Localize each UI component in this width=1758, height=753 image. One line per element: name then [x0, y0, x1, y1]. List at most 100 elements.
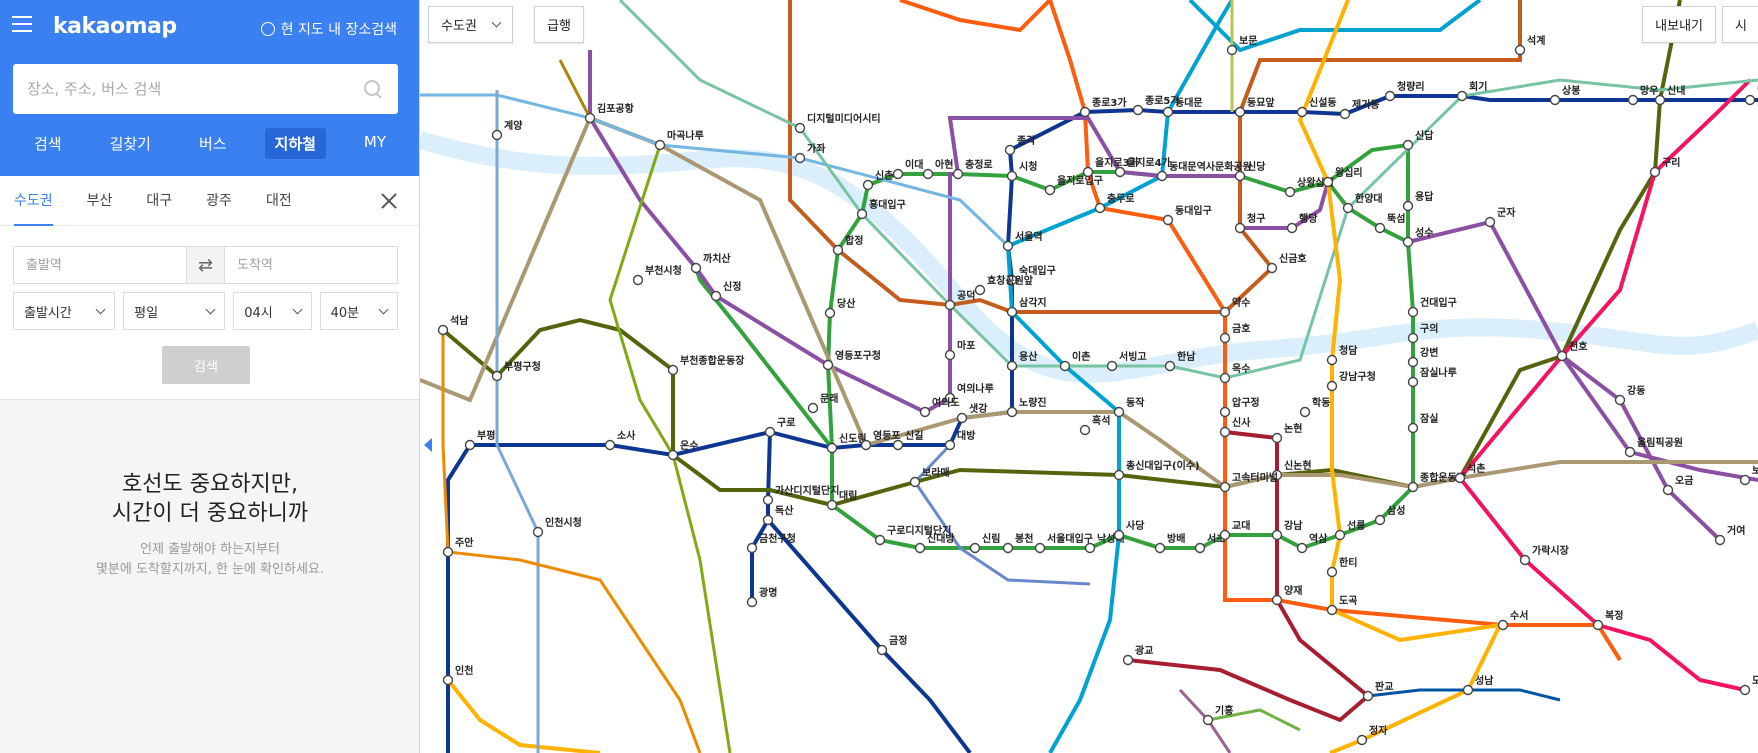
- station-87[interactable]: 강남구청: [1326, 370, 1376, 392]
- station-99[interactable]: 상봉: [1549, 84, 1581, 106]
- station-marker[interactable]: [1454, 472, 1466, 484]
- station-marker[interactable]: [826, 499, 838, 511]
- station-marker[interactable]: [1002, 240, 1014, 252]
- station-marker[interactable]: [1219, 306, 1231, 318]
- station-marker[interactable]: [1326, 354, 1338, 366]
- station-100[interactable]: 망우: [1627, 84, 1659, 106]
- station-marker[interactable]: [1082, 166, 1094, 178]
- station-marker[interactable]: [437, 324, 449, 336]
- station-70[interactable]: 여의도: [919, 396, 960, 418]
- station-marker[interactable]: [892, 168, 904, 180]
- station-marker[interactable]: [1614, 394, 1626, 406]
- station-marker[interactable]: [1271, 529, 1283, 541]
- station-marker[interactable]: [746, 596, 758, 608]
- station-104[interactable]: 판교: [1362, 680, 1394, 702]
- station-marker[interactable]: [1084, 542, 1096, 554]
- station-marker[interactable]: [604, 439, 616, 451]
- station-marker[interactable]: [794, 122, 806, 134]
- station-marker[interactable]: [1266, 262, 1278, 274]
- station-111[interactable]: 금천구청: [746, 532, 796, 554]
- station-marker[interactable]: [1362, 690, 1374, 702]
- station-57[interactable]: 신답: [1402, 129, 1435, 151]
- station-marker[interactable]: [1156, 170, 1168, 182]
- station-62[interactable]: 노량진: [1006, 396, 1047, 418]
- station-34[interactable]: 신대방: [914, 532, 956, 554]
- kakaomap-logo[interactable]: kakaomap: [53, 14, 177, 39]
- station-29[interactable]: 영등포구청: [822, 349, 882, 371]
- station-46[interactable]: 삼성: [1374, 504, 1406, 526]
- station-130[interactable]: 부천시청: [632, 264, 682, 286]
- station-121[interactable]: 김포공항: [584, 102, 635, 124]
- station-19[interactable]: 동대입구: [1162, 204, 1212, 226]
- station-114[interactable]: 금정: [876, 634, 908, 656]
- station-marker[interactable]: [1219, 406, 1231, 418]
- station-marker[interactable]: [862, 179, 874, 191]
- station-14[interactable]: 회기: [1456, 80, 1488, 102]
- station-42[interactable]: 교대: [1219, 519, 1251, 541]
- station-marker[interactable]: [1497, 619, 1509, 631]
- station-124[interactable]: 가좌: [794, 142, 827, 164]
- region-tab-capital[interactable]: 수도권: [14, 176, 53, 226]
- station-112[interactable]: 독산: [762, 504, 795, 526]
- station-128[interactable]: 까치산: [690, 252, 732, 274]
- station-52[interactable]: 건대입구: [1407, 296, 1457, 318]
- region-tab-gwangju[interactable]: 광주: [206, 192, 232, 209]
- station-120[interactable]: 계양: [491, 119, 524, 141]
- station-marker[interactable]: [969, 542, 981, 554]
- station-129[interactable]: 신정: [710, 280, 742, 302]
- station-66[interactable]: 효창공원앞: [974, 274, 1034, 296]
- station-9[interactable]: 동대문: [1162, 96, 1203, 118]
- station-65[interactable]: 숙대입구: [1006, 264, 1056, 286]
- station-98[interactable]: 구리: [1649, 156, 1681, 178]
- station-marker[interactable]: [1271, 432, 1283, 444]
- station-marker[interactable]: [1592, 619, 1604, 631]
- station-marker[interactable]: [1484, 216, 1496, 228]
- station-47[interactable]: 종합운동장: [1407, 471, 1467, 493]
- station-marker[interactable]: [1402, 200, 1414, 212]
- station-marker[interactable]: [1059, 360, 1071, 372]
- station-138[interactable]: 거여: [1714, 524, 1746, 546]
- station-20[interactable]: 약수: [1219, 296, 1251, 318]
- station-71[interactable]: 샛강: [956, 402, 989, 424]
- station-84[interactable]: 신논현: [1271, 459, 1312, 481]
- swap-icon[interactable]: ⇄: [186, 247, 225, 283]
- station-1[interactable]: 시청: [1006, 160, 1038, 182]
- station-marker[interactable]: [909, 476, 921, 488]
- search-icon[interactable]: [362, 78, 384, 100]
- station-marker[interactable]: [1462, 684, 1474, 696]
- station-marker[interactable]: [1162, 106, 1174, 118]
- station-49[interactable]: 잠실나루: [1407, 366, 1457, 388]
- station-25[interactable]: 신금호: [1266, 252, 1307, 274]
- station-marker[interactable]: [1094, 202, 1106, 214]
- station-marker[interactable]: [1006, 306, 1018, 318]
- route-search-button[interactable]: 검색: [162, 346, 250, 384]
- export-button[interactable]: 내보내기: [1642, 6, 1716, 43]
- station-119[interactable]: 부평구청: [491, 360, 541, 382]
- station-marker[interactable]: [1219, 529, 1231, 541]
- station-7[interactable]: 종로3가: [1079, 96, 1128, 118]
- station-marker[interactable]: [654, 139, 666, 151]
- station-marker[interactable]: [1326, 380, 1338, 392]
- station-55[interactable]: 한양대: [1342, 192, 1383, 214]
- station-marker[interactable]: [952, 168, 964, 180]
- station-72[interactable]: 대방: [944, 429, 977, 451]
- station-82[interactable]: 신사: [1219, 416, 1252, 438]
- station-marker[interactable]: [1739, 684, 1751, 696]
- station-78[interactable]: 한남: [1164, 350, 1197, 372]
- station-marker[interactable]: [1114, 166, 1126, 178]
- station-marker[interactable]: [1326, 604, 1338, 616]
- station-0[interactable]: 서울역: [1002, 230, 1043, 252]
- station-marker[interactable]: [944, 439, 956, 451]
- station-marker[interactable]: [762, 514, 774, 526]
- region-tab-daegu[interactable]: 대구: [146, 192, 173, 209]
- station-marker[interactable]: [1624, 446, 1636, 458]
- station-102[interactable]: 도곡: [1326, 595, 1358, 616]
- station-marker[interactable]: [1234, 106, 1246, 118]
- station-marker[interactable]: [1654, 94, 1666, 106]
- tab-bus[interactable]: 버스: [198, 135, 227, 153]
- station-53[interactable]: 성수: [1402, 226, 1434, 248]
- station-marker[interactable]: [1219, 372, 1231, 384]
- station-marker[interactable]: [856, 208, 868, 220]
- station-39[interactable]: 사당: [1113, 519, 1146, 541]
- station-marker[interactable]: [922, 168, 934, 180]
